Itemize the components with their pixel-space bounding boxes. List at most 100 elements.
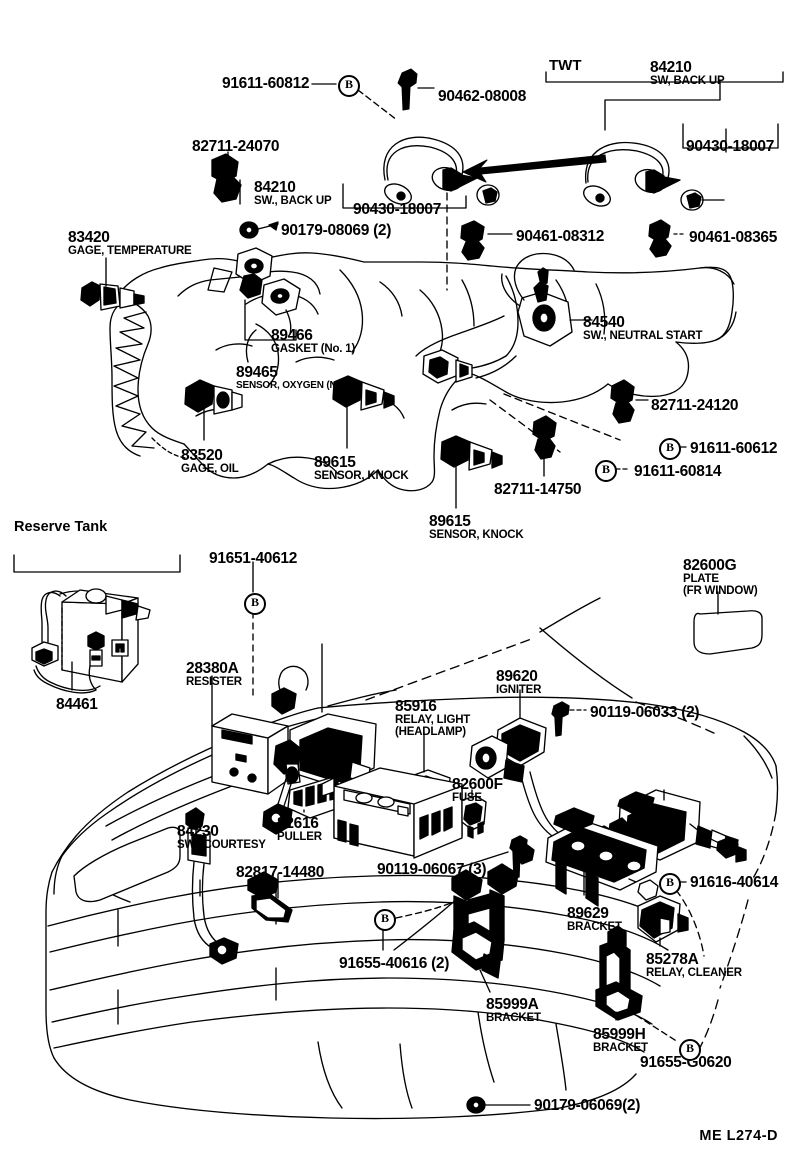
part-number: 90461-08312 — [516, 228, 605, 245]
part-number: 90430-18007 — [353, 201, 442, 218]
engine-top-outline — [117, 252, 734, 344]
clamp-82711-24070 — [211, 153, 239, 183]
part-description: SENSOR, KNOCK — [314, 469, 409, 482]
group-bracket-90430-right — [682, 123, 779, 149]
part-89615-b — [440, 435, 503, 471]
bolt-marker-icon: B — [659, 438, 681, 460]
body-cowl-right — [317, 696, 777, 767]
body-right-dashed — [751, 811, 777, 881]
block-edge-3 — [295, 356, 335, 363]
oilpan-left-outline — [183, 443, 269, 479]
reserve-tank-heading: Reserve Tank — [14, 519, 108, 535]
harness-left — [383, 136, 464, 181]
courtesy-wire-2 — [201, 863, 223, 947]
part-label-91611-60814: 91611-60814 — [634, 464, 722, 480]
part-description: RESISTER — [186, 675, 242, 688]
hidden-edge — [151, 437, 187, 459]
part-number: 84461 — [56, 696, 98, 713]
part-number: 84230 — [177, 823, 219, 840]
part-number: 90179-06069(2) — [534, 1097, 641, 1114]
part-number: 82711-14750 — [494, 481, 582, 498]
level-sensor — [87, 631, 105, 651]
bumper-line-5 — [53, 1007, 645, 1053]
part-description: SENSOR, OXYGEN (No. 1) — [236, 379, 357, 391]
part-82711-14750 — [532, 415, 557, 460]
block-edge-2 — [215, 343, 253, 351]
part-number: 84210 — [650, 59, 692, 76]
part-89615-a — [332, 375, 395, 411]
part-number: 89615 — [314, 454, 356, 471]
connector-small-b — [262, 803, 293, 835]
install-dashed-8 — [395, 895, 467, 919]
tank-hose-2 — [44, 590, 67, 643]
cowl-hidden-3 — [539, 627, 633, 699]
part-label-91655-40616--2-: 91655-40616 (2) — [339, 956, 449, 972]
courtesy-wire — [191, 861, 213, 949]
part-description: FUSE — [452, 791, 482, 804]
part-clip-small-3 — [716, 837, 747, 863]
leader-89465 — [245, 329, 257, 363]
body-bumper-bottom — [53, 1057, 561, 1120]
bolt-90119-06033 — [551, 701, 570, 737]
bumper-vert-1 — [317, 1041, 343, 1109]
group-bracket-84210-right — [604, 79, 721, 131]
fan-blades — [113, 311, 155, 449]
part-number: 89629 — [567, 905, 609, 922]
part-number: 85999A — [486, 996, 539, 1013]
bumper-vert-2 — [399, 1043, 413, 1109]
part-number: 90461-08365 — [689, 229, 778, 246]
part-description: SW., NEUTRAL START — [583, 329, 703, 342]
harness-neutral-4 — [471, 355, 507, 369]
part-85999H — [595, 925, 643, 1021]
valve-cover-rib — [207, 267, 233, 293]
part-number: 91616-40614 — [690, 874, 779, 891]
body-fender-left — [45, 871, 55, 1059]
install-dashed-2 — [503, 393, 621, 441]
part-84540 — [517, 267, 573, 347]
part-description: GASKET (No. 1) — [271, 342, 356, 355]
part-label-91611-60812: 91611-60812 — [222, 76, 310, 92]
part-89466-gasket — [261, 278, 301, 316]
part-number: 83520 — [181, 447, 223, 464]
reserve-tank-bracket — [13, 554, 181, 573]
plug-left-hole — [396, 191, 406, 201]
part-description: PULLER — [277, 830, 322, 843]
valve-cover-edge — [177, 275, 251, 297]
cover-edge-4 — [339, 269, 364, 353]
part-number: 82711-24120 — [651, 397, 739, 414]
part-number: 89466 — [271, 327, 313, 344]
part-89465-oxygen-sensor — [235, 247, 273, 299]
harness-b — [279, 665, 309, 691]
cowl-hidden-5 — [327, 689, 397, 707]
grommet-left-inner — [482, 187, 498, 204]
part-label-91655-g0620: 91655-G0620 — [640, 1055, 732, 1071]
bolt-hole — [245, 226, 253, 234]
part-number: 85916 — [395, 698, 437, 715]
part-number: 82817-14480 — [236, 864, 325, 881]
part-number: 91655-G0620 — [640, 1054, 732, 1071]
leader-arrow — [268, 221, 279, 231]
bumper-vert-4 — [477, 1011, 495, 1083]
bumper-line-4 — [51, 977, 653, 1025]
part-number: 28380A — [186, 660, 239, 677]
part-label-90179-06069-2-: 90179-06069(2) — [534, 1098, 640, 1114]
hood-edge-2 — [53, 855, 63, 895]
harness-neutral — [513, 252, 575, 301]
part-number: 82600F — [452, 776, 503, 793]
connector-right-body — [645, 169, 665, 194]
